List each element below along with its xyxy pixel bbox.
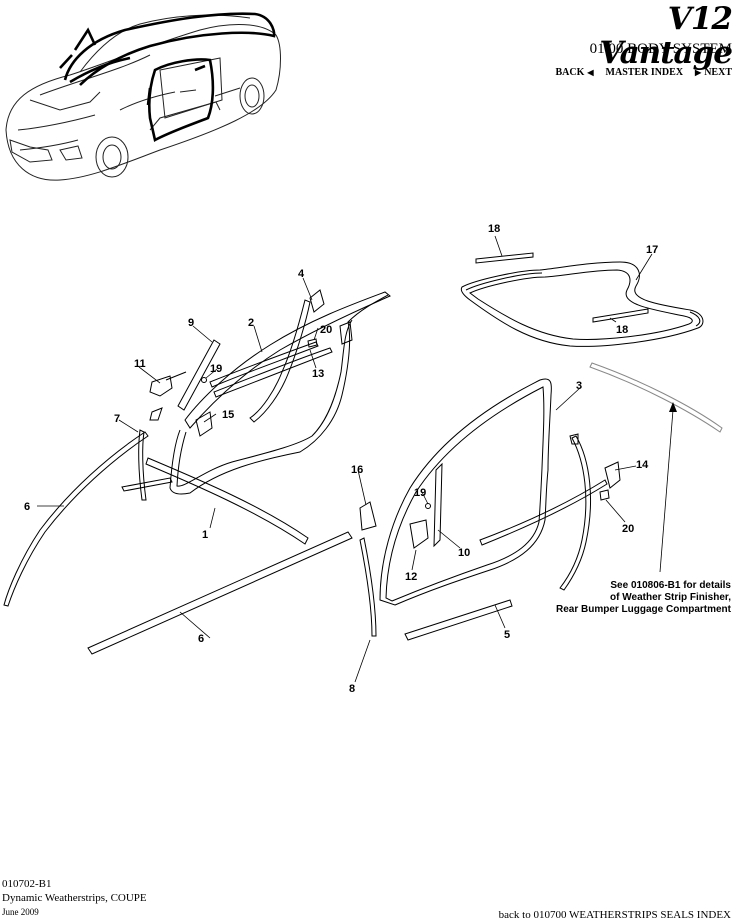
callout-14: 14 (636, 459, 649, 471)
part-2-body-seal (169, 291, 391, 495)
callout-9: 9 (188, 317, 194, 329)
callout-6-upper: 6 (24, 501, 30, 513)
callout-17: 17 (646, 244, 658, 256)
back-label: BACK (555, 67, 585, 78)
footer-code: 010702-B1 (2, 878, 52, 890)
part-9-trim (177, 339, 221, 411)
part-15-bracket (195, 411, 213, 437)
callout-5: 5 (504, 629, 510, 641)
callout-16: 16 (351, 464, 363, 476)
callout-8: 8 (349, 683, 355, 695)
callout-11: 11 (134, 358, 146, 370)
callout-1: 1 (202, 529, 208, 541)
footer-info: 010702-B1 Dynamic Weatherstrips, COUPE J… (2, 877, 147, 919)
callout-6-lower: 6 (198, 633, 204, 645)
part-4-pillar (249, 289, 325, 423)
callout-18-upper: 18 (488, 223, 500, 235)
right-arrow-icon: ▶ (695, 68, 702, 77)
car-illustration (5, 14, 281, 181)
part-1-sill (121, 457, 309, 545)
section-title: 01.00 BODY SYSTEM (589, 41, 732, 57)
part-3-door-seal (379, 378, 552, 606)
callout-18-lower: 18 (616, 324, 628, 336)
callout-13: 13 (312, 368, 324, 380)
note-line-1: See 010806-B1 for details (610, 580, 731, 591)
reference-note: See 010806-B1 for details of Weather Str… (520, 580, 731, 616)
part-14-hinge-strip (559, 433, 621, 591)
part-19-clip-a (201, 377, 207, 383)
callout-3: 3 (576, 380, 582, 392)
brand-logo-title: V12 Vantage (599, 1, 733, 71)
callout-20-right: 20 (622, 523, 634, 535)
footer-title: Dynamic Weatherstrips, COUPE (2, 892, 147, 904)
master-index-link[interactable]: MASTER INDEX (605, 67, 684, 78)
weather-strip-finisher (589, 362, 723, 433)
leader-lines (37, 235, 674, 683)
callout-19-right: 19 (414, 487, 426, 499)
part-12-bracket (409, 519, 429, 549)
back-link[interactable]: BACK ◀ (555, 66, 593, 79)
part-6-lower-strip (87, 531, 353, 655)
part-13-roof-strip (209, 341, 333, 398)
back-to-index-link[interactable]: back to 010700 WEATHERSTRIPS SEALS INDEX (498, 909, 731, 921)
note-line-2: of Weather Strip Finisher, (610, 592, 731, 603)
part-20-clip-b (599, 489, 610, 501)
next-label: NEXT (704, 67, 732, 78)
part-16-bracket (359, 501, 377, 531)
note-line-3: Rear Bumper Luggage Compartment (555, 604, 731, 615)
callout-19-left: 19 (210, 363, 222, 375)
callout-10: 10 (458, 547, 470, 559)
callout-4: 4 (298, 268, 305, 280)
callout-20-left: 20 (320, 324, 332, 336)
part-7-strip (138, 407, 163, 501)
note-arrow-icon (669, 402, 677, 412)
car-highlighted-seals (59, 12, 276, 142)
callout-7: 7 (114, 413, 120, 425)
footer-date: June 2009 (2, 907, 39, 917)
part-19-clip-b (425, 503, 431, 509)
callout-15: 15 (222, 409, 234, 421)
part-10-window-strip (433, 462, 608, 548)
left-arrow-icon: ◀ (587, 68, 594, 77)
callout-labels: 1 2 3 4 5 6 6 7 8 9 10 11 12 13 14 15 16… (24, 223, 658, 695)
navigation-bar: BACK ◀ MASTER INDEX ▶ NEXT (440, 66, 732, 79)
part-6-upper-strip (3, 431, 149, 607)
callout-12: 12 (405, 571, 417, 583)
part-20-clip-a (307, 321, 353, 348)
part-8-strip (359, 537, 377, 637)
part-11-bracket (149, 371, 187, 397)
callout-2: 2 (248, 317, 254, 329)
part-5-door-sill (404, 599, 513, 641)
part-18-strips (475, 252, 649, 323)
part-17-boot-seal (460, 261, 704, 347)
next-link[interactable]: ▶ NEXT (695, 66, 732, 79)
